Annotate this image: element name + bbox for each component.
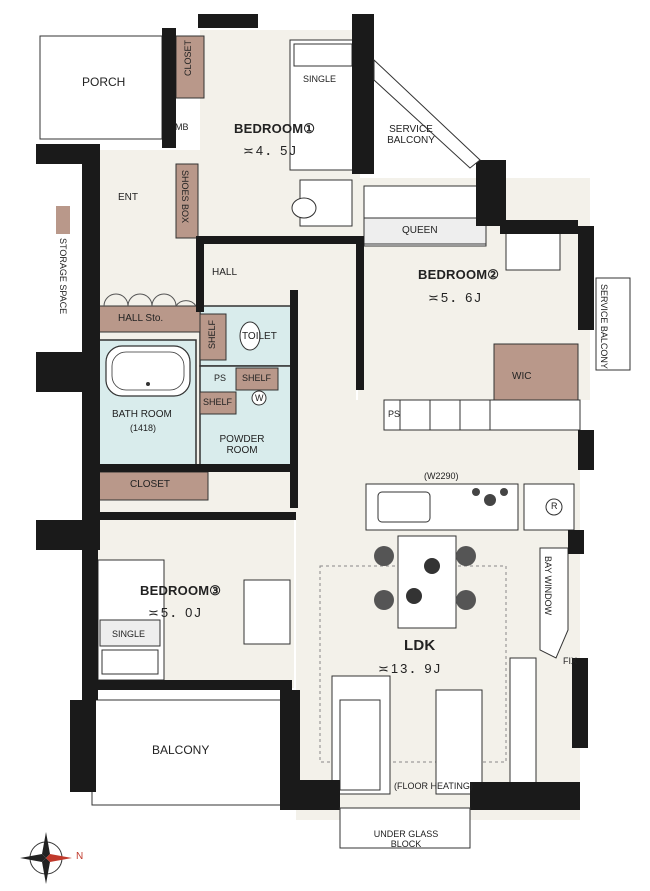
bay-window-label: BAY WINDOW [543,556,553,616]
closet-mid-label: CLOSET [130,479,171,490]
bedroom3-area: ≍5．0J [148,605,203,620]
fix-label: FIX [563,656,578,666]
bath-size-label: (1418) [130,423,157,433]
mb-label: MB [175,122,189,132]
bedroom2-area: ≍5．6J [428,290,483,305]
balcony-label: BALCONY [152,743,210,757]
bath-room-label: BATH ROOM [112,409,172,420]
kitchen-width-label: (W2290) [424,471,459,481]
north-label: N [76,851,84,862]
bedroom2-title: BEDROOM② [418,267,500,282]
hall-label: HALL [212,267,238,278]
bedroom1-area: ≍4．5J [243,143,298,158]
ps-right-label: PS [388,409,401,419]
toilet-label: TOILET [242,331,277,342]
storage-space-label: STORAGE SPACE [58,238,68,315]
shelf-mid-label: SHELF [203,397,233,407]
closet-top-label: CLOSET [183,40,193,77]
compass-icon [20,832,72,884]
hall-storage-label: HALL Sto. [118,313,164,324]
single-bottom-label: SINGLE [112,629,146,639]
wic-label: WIC [512,371,532,382]
bedroom3-title: BEDROOM③ [140,583,222,598]
porch-label: PORCH [82,75,126,89]
shoes-box-label: SHOES BOX [180,170,190,224]
single-top-label: SINGLE [303,74,337,84]
powder-room-label: POWDER ROOM [219,434,265,456]
ldk-title: LDK [404,637,436,654]
service-balcony-top-label: SERVICE BALCONY [387,124,435,146]
shelf-top-label: SHELF [242,373,272,383]
fridge-label: R [551,501,558,511]
ps-left-label: PS [214,373,227,383]
queen-label: QUEEN [402,225,438,236]
bedroom1-title: BEDROOM① [234,121,316,136]
service-balcony-right-label: SERVICE BALCONY [598,283,609,369]
ent-label: ENT [118,192,138,203]
under-glass-block-label: UNDER GLASS BLOCK [373,829,439,849]
washer-label: W [255,393,264,403]
shelf-toilet-label: SHELF [207,320,217,350]
floor-heating-label: (FLOOR HEATING) [394,781,473,791]
ldk-area: ≍13．9J [378,661,443,676]
